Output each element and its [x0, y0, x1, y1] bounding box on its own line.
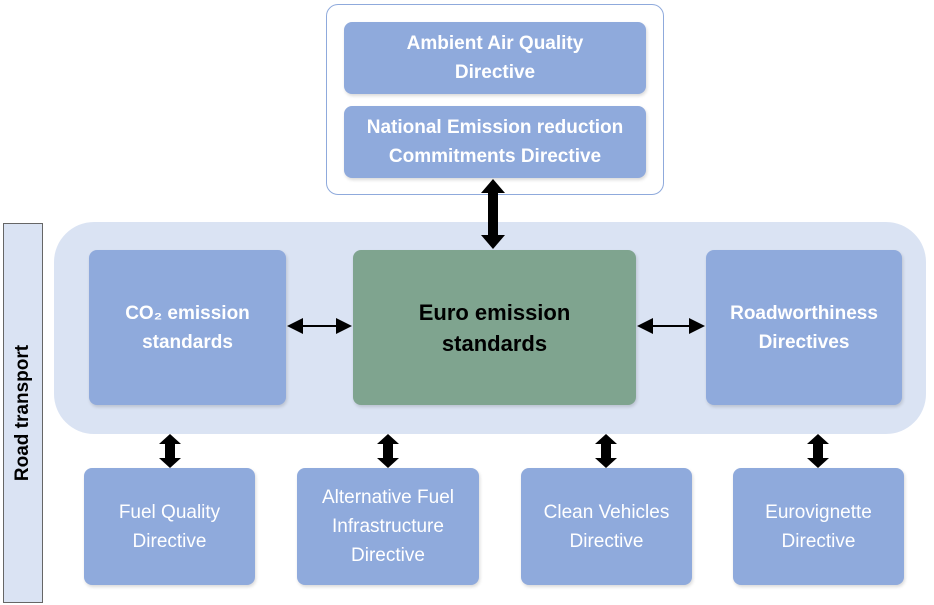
- alt-fuel-infra-box: Alternative Fuel Infrastructure Directiv…: [297, 468, 479, 585]
- eurovignette-box: Eurovignette Directive: [733, 468, 904, 585]
- roadworthiness-box: Roadworthiness Directives: [706, 250, 902, 405]
- road-transport-label-box: Road transport: [3, 223, 43, 603]
- arrow-clean-vehicles: [595, 434, 617, 468]
- nec-directive: National Emission reduction Commitments …: [344, 106, 646, 178]
- euro-standards-box: Euro emission standards: [353, 250, 636, 405]
- arrow-alt-fuel: [377, 434, 399, 468]
- co2-standards-box: CO₂ emission standards: [89, 250, 286, 405]
- fuel-quality-box: Fuel Quality Directive: [84, 468, 255, 585]
- arrow-fuel-quality: [159, 434, 181, 468]
- arrow-eurovignette: [807, 434, 829, 468]
- arrow-top-euro: [481, 179, 505, 249]
- ambient-air-quality-directive: Ambient Air Quality Directive: [344, 22, 646, 94]
- clean-vehicles-box: Clean Vehicles Directive: [521, 468, 692, 585]
